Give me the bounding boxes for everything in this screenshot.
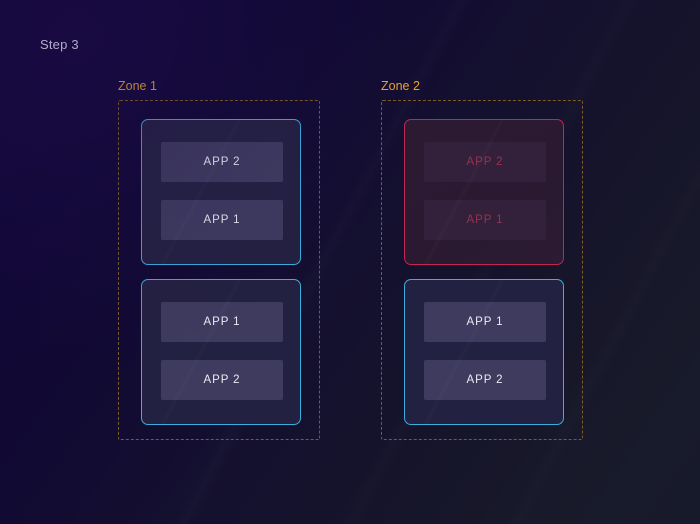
- app-box[interactable]: APP 1: [161, 200, 283, 240]
- app-list: APP 1 APP 2: [424, 302, 546, 400]
- group-zone1-top[interactable]: APP 2 APP 1: [141, 119, 301, 265]
- app-box[interactable]: APP 2: [161, 360, 283, 400]
- zone-label-1: Zone 1: [118, 79, 157, 93]
- zone-label-2: Zone 2: [381, 79, 420, 93]
- app-list: APP 1 APP 2: [161, 302, 283, 400]
- app-box[interactable]: APP 1: [424, 200, 546, 240]
- app-box[interactable]: APP 1: [424, 302, 546, 342]
- app-box[interactable]: APP 2: [424, 142, 546, 182]
- zone-container-2[interactable]: Zone 2 APP 2 APP 1 APP 1 APP 2: [381, 79, 583, 440]
- app-box[interactable]: APP 1: [161, 302, 283, 342]
- group-zone2-bottom[interactable]: APP 1 APP 2: [404, 279, 564, 425]
- zone-container-1[interactable]: Zone 1 APP 2 APP 1 APP 1 APP 2: [118, 79, 320, 440]
- app-list: APP 2 APP 1: [424, 142, 546, 240]
- app-list: APP 2 APP 1: [161, 142, 283, 240]
- page-title: Step 3: [40, 37, 79, 52]
- group-zone1-bottom[interactable]: APP 1 APP 2: [141, 279, 301, 425]
- app-box[interactable]: APP 2: [161, 142, 283, 182]
- app-box[interactable]: APP 2: [424, 360, 546, 400]
- group-zone2-top-disabled[interactable]: APP 2 APP 1: [404, 119, 564, 265]
